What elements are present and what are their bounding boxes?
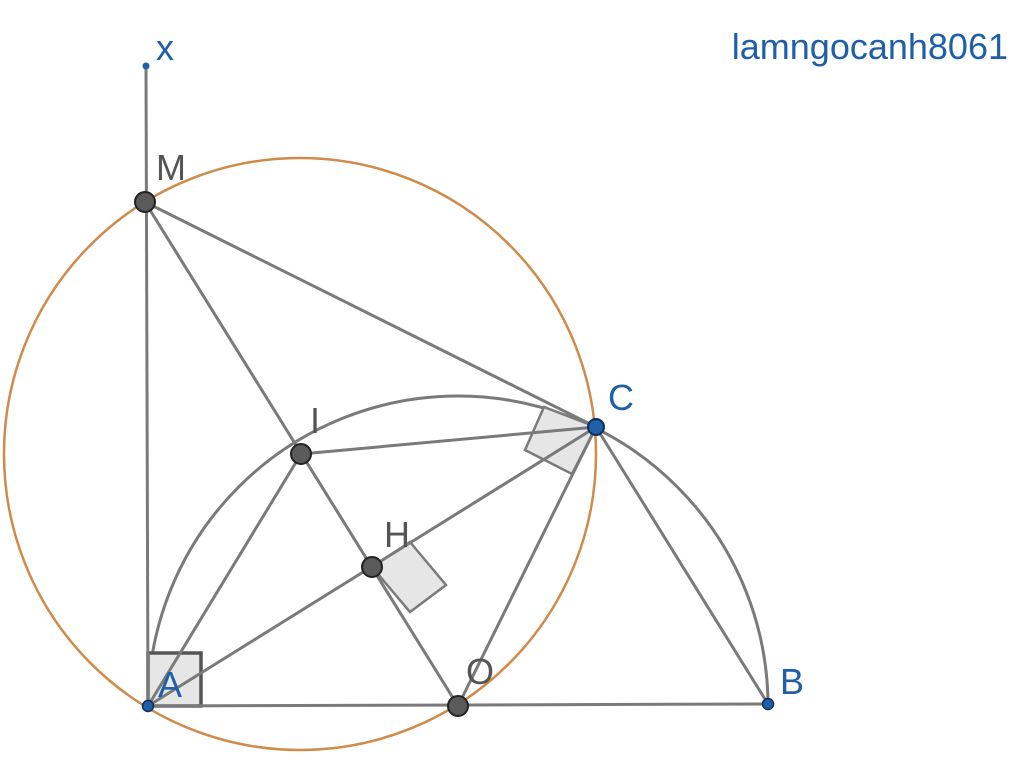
semicircle-ab — [146, 394, 770, 707]
point-b — [761, 697, 775, 711]
point-m — [134, 191, 156, 213]
ray-ax — [144, 65, 150, 707]
circle-amc — [2, 156, 598, 752]
segment-cb — [594, 426, 770, 705]
point-i — [290, 443, 312, 465]
label-a: A — [158, 664, 182, 705]
point-x — [142, 62, 150, 70]
label-i: I — [310, 400, 320, 441]
label-c: C — [608, 377, 634, 418]
label-o: O — [466, 651, 494, 692]
segment-mc — [144, 200, 597, 429]
label-b: B — [780, 661, 804, 702]
label-m: M — [156, 147, 186, 188]
point-h — [361, 556, 383, 578]
segment-oc — [456, 426, 598, 707]
label-h: H — [384, 514, 410, 555]
point-c — [587, 418, 605, 436]
point-o — [447, 695, 469, 717]
segment-ic — [300, 425, 597, 456]
watermark: lamngocanh8061 — [731, 26, 1008, 67]
segment-ai — [146, 453, 303, 707]
label-x: x — [156, 27, 174, 68]
point-a — [141, 699, 155, 713]
